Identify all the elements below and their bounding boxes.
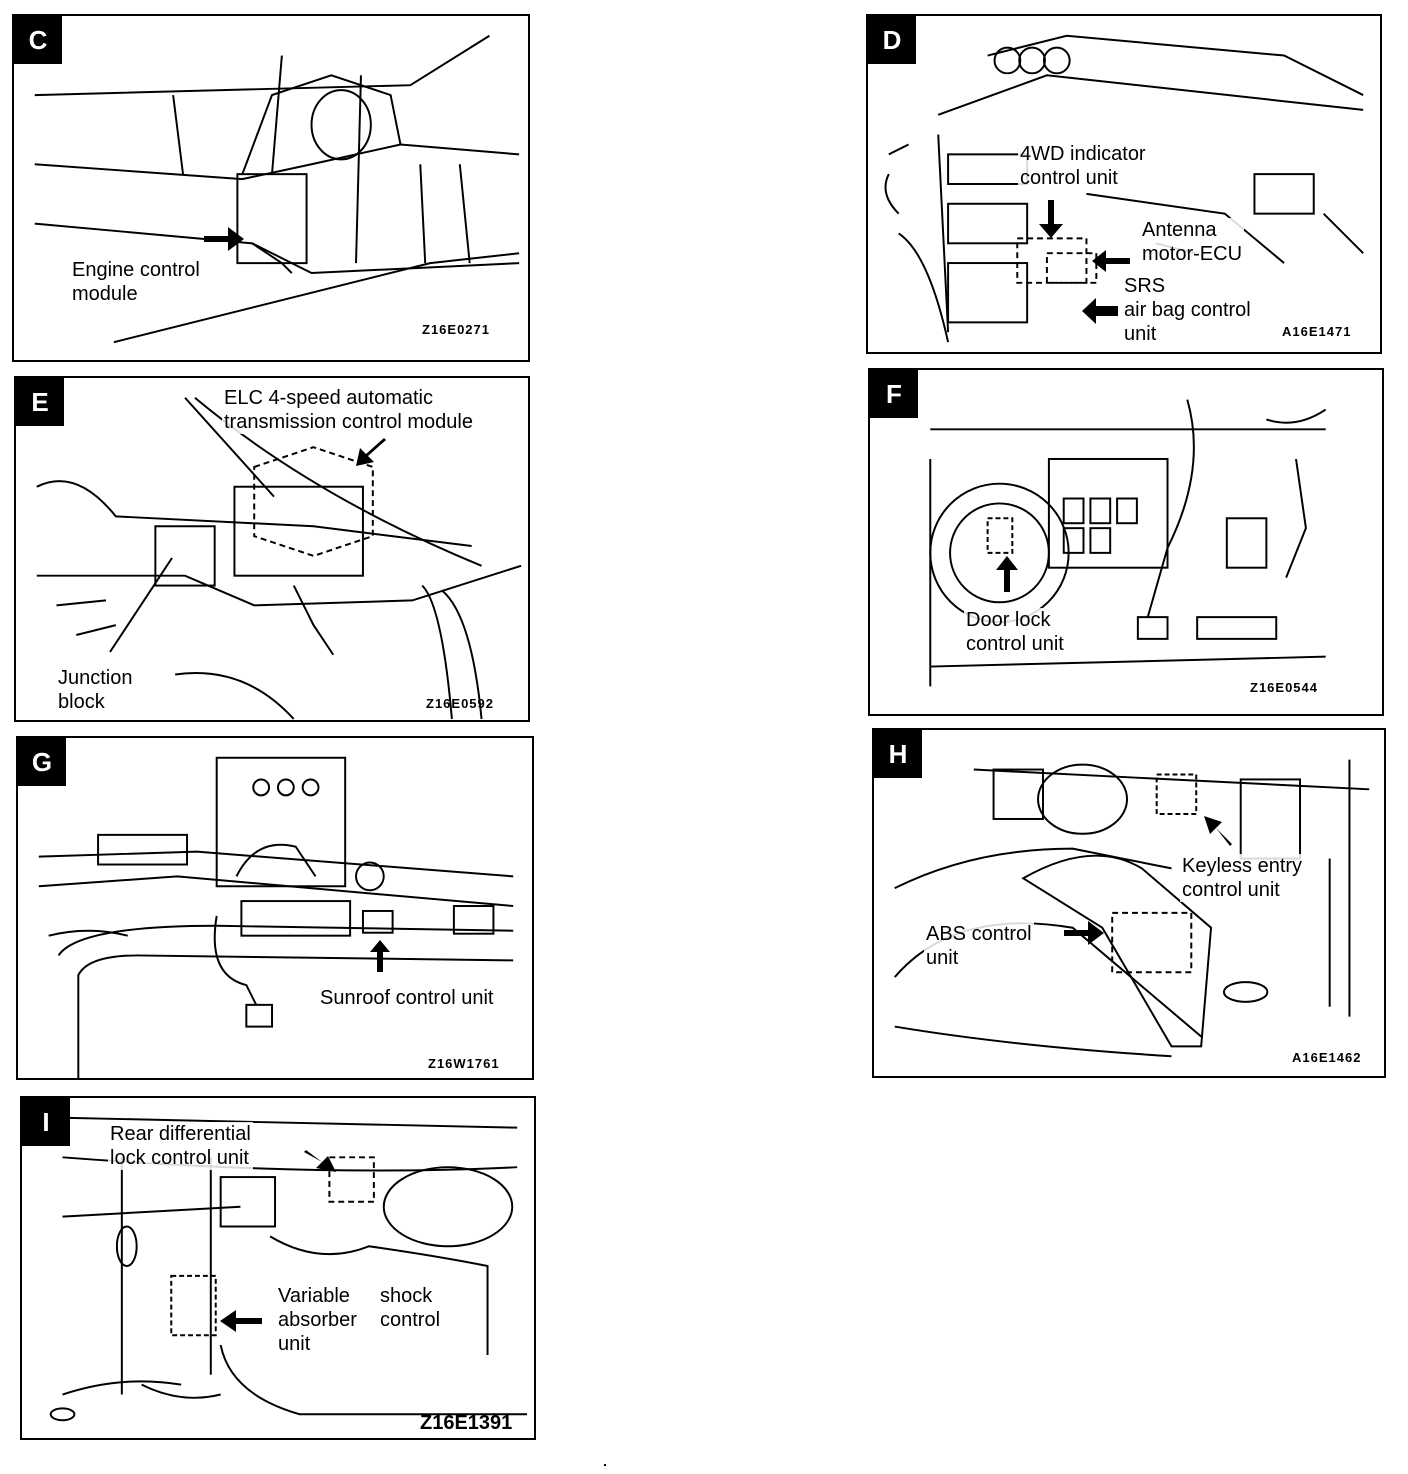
engine-control-module-label: Engine control module xyxy=(70,258,202,306)
arrow-icon xyxy=(370,940,390,972)
panel-g-letter: G xyxy=(18,738,66,786)
panel-f-code: Z16E0544 xyxy=(1250,680,1318,695)
arrow-icon xyxy=(1039,200,1063,238)
abs-control-label: ABS control unit xyxy=(924,922,1034,970)
arrow-icon xyxy=(356,438,386,466)
panel-e-letter: E xyxy=(16,378,64,426)
panel-i: I Rear differential lock control unit Va… xyxy=(20,1096,536,1440)
keyless-entry-label: Keyless entry control unit xyxy=(1180,854,1305,902)
panel-f: F Door lock control unit Z16E0544 xyxy=(868,368,1384,716)
stray-dot xyxy=(604,1464,606,1466)
antenna-motor-ecu-label: Antenna motor-ECU xyxy=(1140,218,1245,266)
panel-d-illustration xyxy=(884,34,1364,343)
panel-c-illustration xyxy=(34,34,520,344)
panel-h-letter: H xyxy=(874,730,922,778)
arrow-icon xyxy=(1064,921,1104,945)
panel-i-illustration xyxy=(49,1116,528,1422)
arrow-icon xyxy=(1092,250,1130,272)
panel-i-letter: I xyxy=(22,1098,70,1146)
arrow-icon xyxy=(1082,298,1118,324)
panel-e-code: Z16E0592 xyxy=(426,696,494,711)
panel-h-code: A16E1462 xyxy=(1292,1050,1362,1065)
panel-g-code: Z16W1761 xyxy=(428,1056,500,1071)
panel-f-illustration xyxy=(929,399,1327,687)
panel-c: C Engine control module Z16E0271 xyxy=(12,14,530,362)
4wd-indicator-label: 4WD indicator control unit xyxy=(1018,142,1148,190)
arrow-icon xyxy=(304,1150,336,1172)
junction-block-label: Junction block xyxy=(56,666,135,714)
panel-d: D 4WD indicator control unit Antenna mot… xyxy=(866,14,1382,354)
panel-h: H Keyless entry control unit ABS control… xyxy=(872,728,1386,1078)
sunroof-label: Sunroof control unit xyxy=(318,986,496,1010)
panel-f-letter: F xyxy=(870,370,918,418)
srs-airbag-label: SRS air bag control unit xyxy=(1122,274,1253,346)
leader-line xyxy=(109,557,173,653)
elc-transmission-label: ELC 4-speed automatic transmission contr… xyxy=(222,386,475,434)
panel-h-illustration xyxy=(893,759,1370,1058)
arrow-icon xyxy=(220,1310,262,1332)
panel-d-letter: D xyxy=(868,16,916,64)
rear-differential-label: Rear differential lock control unit xyxy=(108,1122,253,1170)
panel-e: E ELC 4-speed automatic transmission con… xyxy=(14,376,530,722)
panel-d-code: A16E1471 xyxy=(1282,324,1352,339)
panel-c-code: Z16E0271 xyxy=(422,322,490,337)
door-lock-label: Door lock control unit xyxy=(964,608,1066,656)
panel-e-illustration xyxy=(36,397,522,720)
panel-i-code: Z16E1391 xyxy=(420,1412,513,1434)
variable-absorber-label: Variable absorber unit xyxy=(276,1284,359,1356)
arrow-icon xyxy=(1204,816,1232,846)
panel-g: G Sunroof control unit Z16W1761 xyxy=(16,736,534,1080)
arrow-icon xyxy=(204,227,244,251)
shock-control-label: shock control xyxy=(378,1284,443,1332)
arrow-icon xyxy=(996,556,1018,592)
panel-c-letter: C xyxy=(14,16,62,64)
panel-g-illustration xyxy=(38,756,514,1078)
